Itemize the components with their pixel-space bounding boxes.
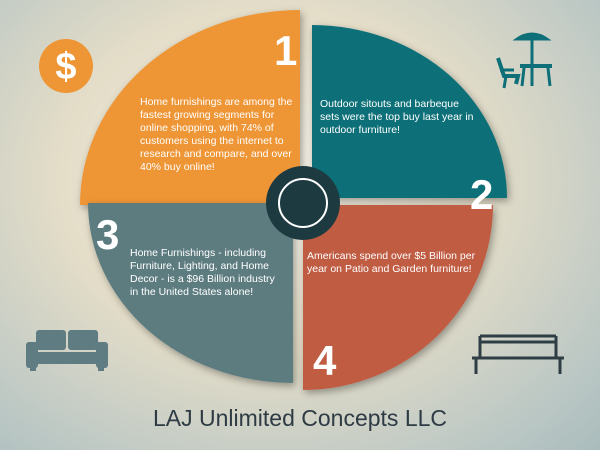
segment-3-number: 3 bbox=[96, 211, 120, 258]
company-name: LAJ Unlimited Concepts LLC bbox=[152, 405, 448, 431]
segment-2-text: Outdoor sitouts and barbeque sets were t… bbox=[320, 98, 474, 136]
svg-text:$: $ bbox=[55, 46, 76, 88]
bench-icon bbox=[472, 334, 564, 374]
center-hub-ring bbox=[278, 178, 328, 228]
segment-4-text: Americans spend over $5 Billion per year… bbox=[307, 250, 476, 275]
segment-3-wedge bbox=[88, 203, 293, 383]
center-hub bbox=[266, 166, 340, 240]
segment-1-number: 1 bbox=[274, 27, 298, 74]
segment-2-wedge bbox=[312, 25, 507, 198]
segment-2-number: 2 bbox=[470, 171, 494, 218]
dollar-icon: $ bbox=[39, 39, 93, 93]
segment-3-text: Home Furnishings - including Furniture, … bbox=[130, 247, 275, 298]
segment-1-text: Home furnishings are among the fastest g… bbox=[140, 96, 293, 173]
segment-4-wedge bbox=[303, 205, 493, 390]
segment-4-number: 4 bbox=[313, 337, 337, 384]
patio-set-icon bbox=[496, 32, 552, 89]
segment-1-wedge bbox=[80, 10, 300, 205]
sofa-icon bbox=[26, 330, 108, 371]
